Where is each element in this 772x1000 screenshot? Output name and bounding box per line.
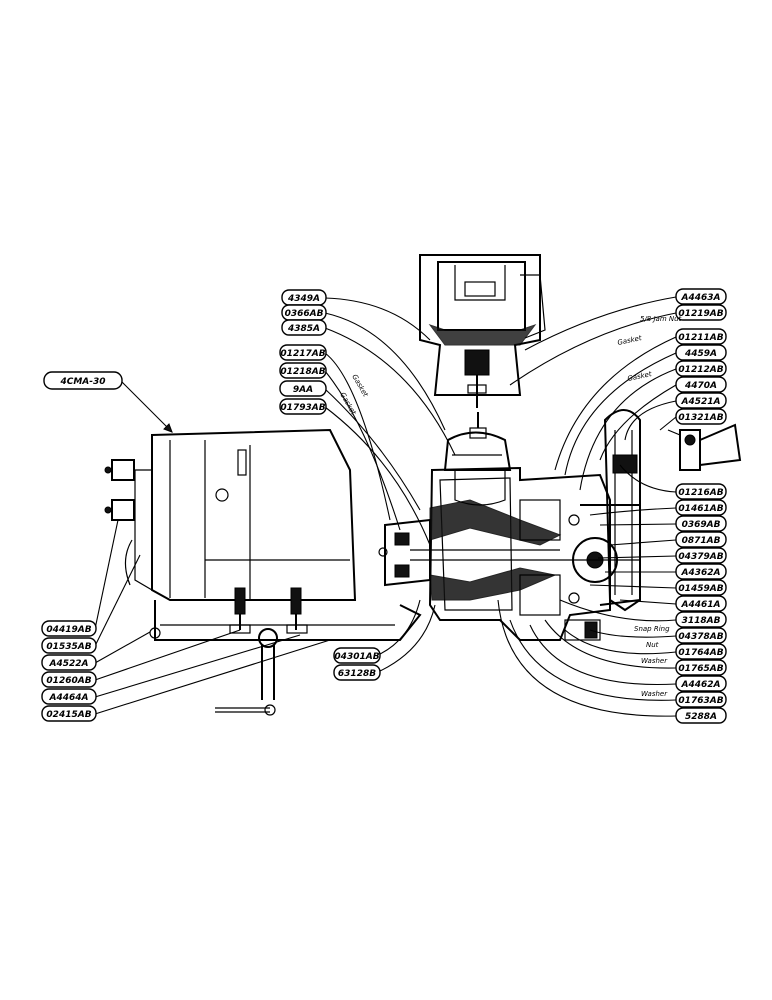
part-label-right-bottom-9: 3118AB	[675, 611, 727, 628]
part-number: 01211AB	[678, 333, 723, 343]
part-number: 0369AB	[682, 520, 721, 530]
leader-lines	[94, 296, 677, 717]
part-number: A4462A	[681, 680, 721, 690]
part-label-left-1: 04419AB	[41, 620, 97, 637]
part-label-right-top-4: 4459A	[675, 344, 727, 361]
part-number: 01219AB	[678, 309, 723, 319]
part-label-top-left-2: 0366AB	[281, 304, 327, 321]
part-number: 4470A	[684, 381, 717, 391]
part-label-right-bottom-8: A4461A	[675, 595, 727, 612]
part-number: 04379AB	[678, 552, 723, 562]
part-label-right-top-1: A4463A	[675, 288, 727, 305]
part-label-right-top-7: A4521A	[675, 392, 727, 409]
part-number: 01459AB	[678, 584, 723, 594]
pump-housing	[428, 412, 611, 641]
part-number: 02415AB	[46, 710, 91, 720]
part-label-right-bottom-5: 04379AB	[675, 547, 727, 564]
part-label-bottom-center-2: 63128B	[333, 664, 381, 681]
assembly-label: 4CMA-30	[43, 371, 123, 390]
part-number: A4464A	[49, 693, 89, 703]
part-label-right-bottom-3: 0369AB	[675, 515, 727, 532]
part-number: 01763AB	[678, 696, 723, 706]
part-label-right-top-5: 01212AB	[675, 360, 727, 377]
part-label-right-bottom-4: 0871AB	[675, 531, 727, 548]
part-label-mid-left-3: 9AA	[279, 380, 327, 397]
part-label-right-top-2: 01219AB	[675, 304, 727, 321]
part-label-right-bottom-13: A4462A	[675, 675, 727, 692]
part-number: 01216AB	[678, 488, 723, 498]
note-snap-ring: Snap Ring	[634, 625, 670, 633]
part-number: 01218AB	[280, 367, 325, 377]
part-label-right-bottom-7: 01459AB	[675, 579, 727, 596]
note-jam-nut: 5/8 Jam Nut	[640, 315, 682, 323]
part-number: 01217AB	[280, 349, 325, 359]
note-gasket: Gasket	[627, 370, 653, 383]
part-number: 63128B	[338, 669, 376, 679]
top-filter-detail	[419, 254, 546, 408]
part-number: 4385A	[287, 324, 320, 334]
part-label-right-bottom-14: 01763AB	[675, 691, 727, 708]
part-label-left-5: A4464A	[41, 688, 97, 705]
note-washer: Washer	[641, 657, 668, 665]
part-label-left-6: 02415AB	[41, 705, 97, 722]
part-number: 01793AB	[280, 403, 325, 413]
part-label-right-bottom-6: A4362A	[675, 563, 727, 580]
part-label-mid-left-2: 01218AB	[279, 362, 327, 379]
label-layer: 4CMA-30 4349A 0366AB 4385A 01217AB 01218…	[41, 288, 727, 724]
part-label-right-bottom-1: 01216AB	[675, 483, 727, 500]
part-label-right-bottom-10: 04378AB	[675, 627, 727, 644]
part-label-right-top-8: 01321AB	[675, 408, 727, 425]
note-washer: Washer	[641, 690, 668, 698]
part-label-mid-left-1: 01217AB	[279, 344, 327, 361]
part-label-right-bottom-12: 01765AB	[675, 659, 727, 676]
part-label-top-left-3: 4385A	[281, 319, 327, 336]
part-label-right-bottom-11: 01764AB	[675, 643, 727, 660]
part-number: 04301AB	[334, 652, 379, 662]
part-label-left-4: 01260AB	[41, 671, 97, 688]
part-label-left-2: 01535AB	[41, 637, 97, 654]
part-number: 4349A	[287, 294, 320, 304]
motor-body	[104, 428, 422, 716]
note-nut: Nut	[646, 641, 659, 649]
part-number: A4461A	[681, 600, 721, 610]
part-number: 01260AB	[46, 676, 91, 686]
part-label-bottom-center-1: 04301AB	[333, 647, 381, 664]
part-number: 01321AB	[678, 413, 723, 423]
part-number: 9AA	[293, 385, 313, 395]
part-label-right-top-6: 4470A	[675, 376, 727, 393]
note-gasket: Gasket	[617, 334, 643, 347]
part-number: 01461AB	[678, 504, 723, 514]
part-number: A4463A	[681, 293, 721, 303]
part-number: 01764AB	[678, 648, 723, 658]
part-number: 04378AB	[678, 632, 723, 642]
part-number: 01535AB	[46, 642, 91, 652]
part-number: 0871AB	[682, 536, 721, 546]
part-number: 01765AB	[678, 664, 723, 674]
part-number: 4459A	[684, 349, 717, 359]
part-label-right-top-3: 01211AB	[675, 328, 727, 345]
part-number: 3118AB	[682, 616, 721, 626]
part-label-right-bottom-15: 5288A	[675, 707, 727, 724]
part-number: 01212AB	[678, 365, 723, 375]
note-gasket: Gasket	[338, 391, 357, 416]
part-number: 04419AB	[46, 625, 91, 635]
part-label-left-3: A4522A	[41, 654, 97, 671]
part-label-top-left-1: 4349A	[281, 289, 327, 306]
part-label-right-bottom-2: 01461AB	[675, 499, 727, 516]
part-number: A4522A	[49, 659, 89, 669]
assembly-label-text: 4CMA-30	[59, 377, 105, 387]
part-label-mid-left-4: 01793AB	[279, 398, 327, 415]
part-number: A4521A	[681, 397, 721, 407]
part-number: 5288A	[685, 712, 717, 722]
part-number: A4362A	[681, 568, 721, 578]
part-number: 0366AB	[285, 309, 324, 319]
